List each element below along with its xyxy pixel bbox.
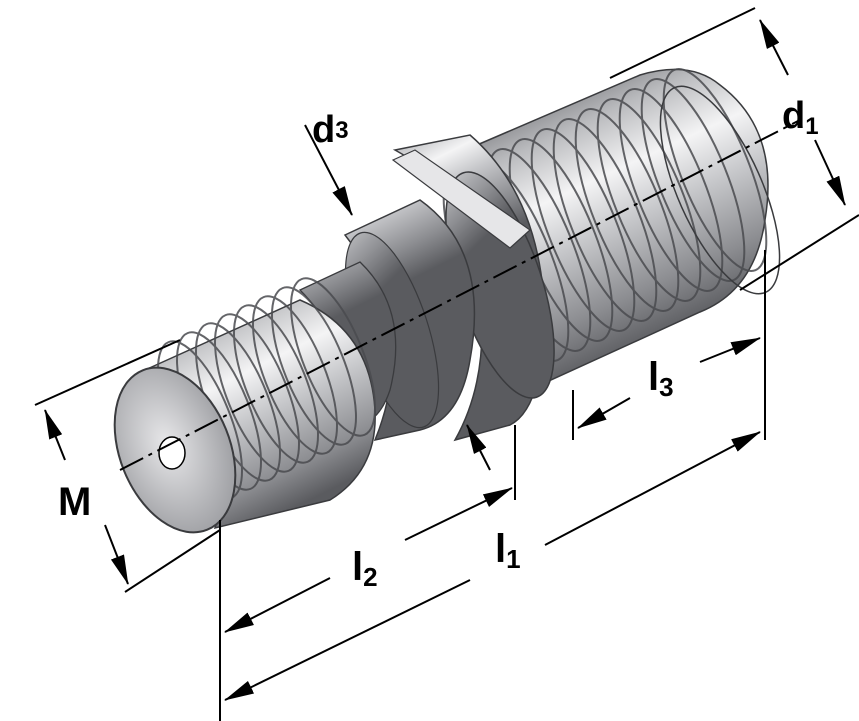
thread-rib — [662, 68, 768, 272]
thread-rib — [271, 286, 357, 446]
center-hole — [158, 436, 186, 470]
label-m: M — [58, 480, 91, 524]
label-l1: l1 — [495, 527, 521, 574]
l2-arrow-right — [404, 487, 513, 541]
l2-arrow-left — [224, 577, 331, 633]
label-l3: l3 — [648, 355, 674, 402]
d1-arrow-bottom — [814, 139, 846, 206]
pull-stud-part — [113, 68, 801, 534]
l1-arrow-left — [224, 579, 471, 701]
d3-arrow-top — [304, 124, 353, 216]
m-arrow-top — [44, 409, 66, 461]
m-arrow-bottom — [104, 524, 129, 585]
d1-extension-top — [609, 7, 756, 79]
m-extension-top — [34, 339, 181, 406]
l3-arrow-right — [699, 337, 761, 363]
d1-arrow-top — [759, 19, 789, 76]
thread-rib — [640, 78, 746, 282]
thread-rib — [596, 98, 702, 302]
thread-rib — [214, 313, 300, 473]
m-extension-bottom — [124, 529, 221, 593]
thread-rib — [574, 108, 680, 312]
thread-rib — [552, 118, 658, 322]
label-d3: d3 — [312, 109, 349, 151]
dimension-lines — [34, 7, 859, 721]
l1-arrow-right — [544, 431, 761, 546]
dimension-labels: d1 d3 M l2 l1 l3 — [58, 95, 819, 592]
centerline — [119, 119, 801, 471]
collar — [391, 134, 555, 442]
thread-rib — [618, 88, 724, 292]
thread-rib — [530, 128, 636, 332]
l3-arrow-left — [577, 397, 631, 429]
thread-small — [113, 277, 376, 534]
label-d1: d1 — [782, 95, 819, 140]
d3-arrow-bottom — [466, 424, 491, 471]
d1-extension-bottom — [739, 214, 859, 291]
label-l2: l2 — [352, 545, 378, 592]
thread-rib — [233, 304, 319, 464]
thread-rib — [252, 295, 338, 455]
